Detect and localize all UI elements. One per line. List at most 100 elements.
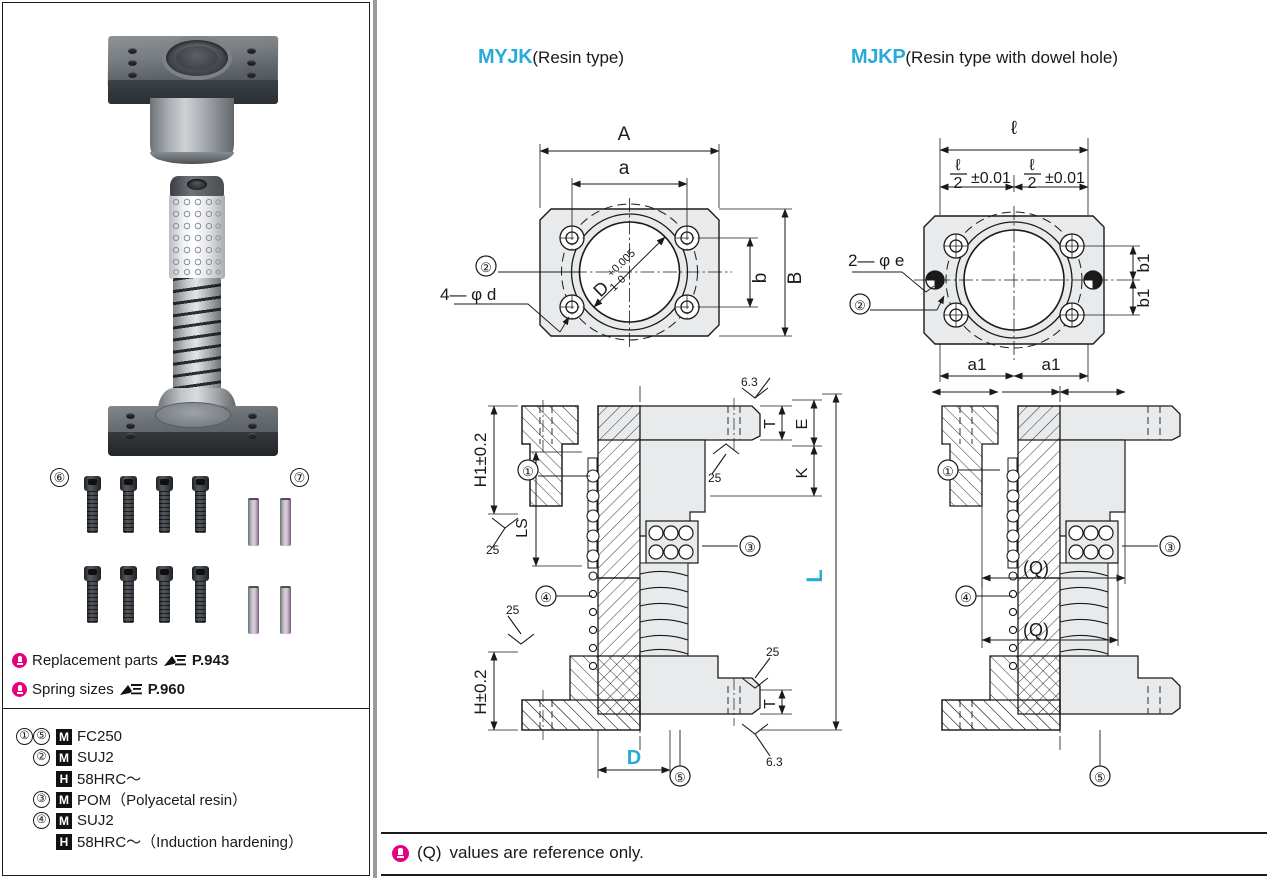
bushing-bore-inner <box>176 46 218 70</box>
material-text: SUJ2 <box>77 749 114 766</box>
cap-screw <box>84 566 101 623</box>
dim-label-L: L <box>802 569 827 582</box>
page-number[interactable]: P.960 <box>147 681 185 698</box>
bushing-sleeve <box>150 98 234 160</box>
note-rule-top <box>381 832 1267 834</box>
bolt-hole <box>247 72 256 78</box>
frac-num: ℓ <box>1029 157 1034 174</box>
cap-screw <box>120 566 137 623</box>
finish-25-a: 25 <box>708 471 722 485</box>
frac-den: 2 <box>1028 175 1037 192</box>
screw-shank <box>159 581 170 623</box>
cap-screw <box>120 476 137 533</box>
screw-head <box>120 476 137 491</box>
mjkp-section-view: (Q) (Q) ① ③ ④ ⑤ <box>890 378 1230 793</box>
type-desc-mjkp: (Resin type with dowel hole) <box>905 48 1118 67</box>
reference-replacement-parts[interactable]: Replacement parts P.943 <box>12 652 229 669</box>
callout-2-label: ② <box>480 260 492 275</box>
bushing-sleeve-lip <box>150 152 234 164</box>
screw-head <box>84 476 101 491</box>
material-text: POM（Polyacetal resin） <box>77 792 248 809</box>
dim-label-D: D <box>627 747 641 769</box>
callout-2-top: ② <box>475 255 497 277</box>
dim-label-Q-lower: (Q) <box>1023 620 1049 640</box>
bulb-icon <box>392 844 409 862</box>
dowel-pin <box>280 498 291 546</box>
screw-head <box>192 476 209 491</box>
material-text: SUJ2 <box>77 812 114 829</box>
material-row: ④ M SUJ2 <box>8 810 303 831</box>
dowel-pin <box>248 586 259 634</box>
callout-num: ⑤ <box>33 728 50 745</box>
material-text: 58HRC～ <box>77 771 142 788</box>
note-rule-bottom <box>381 874 1267 876</box>
callout-4-label: ④ <box>960 590 972 605</box>
mjkp-top-view: ℓ ℓ 2 ±0.01 ℓ 2 ±0.01 b1 b1 a1 a1 2— φ e… <box>840 118 1260 395</box>
pin-cap-hole <box>187 179 207 190</box>
dowel-note-2-phi-e: 2— φ e <box>848 251 904 270</box>
page-arrow-icon <box>163 654 187 668</box>
screw-head <box>84 566 101 581</box>
panel-divider <box>373 0 377 878</box>
dim-label-b1-lower: b1 <box>1134 289 1153 308</box>
callout-3-label: ③ <box>744 540 756 555</box>
finish-63-bottom: 6.3 <box>766 755 783 769</box>
dim-label-a1-left: a1 <box>968 355 987 374</box>
callout-6: ⑥ <box>50 468 69 487</box>
page-number[interactable]: P.943 <box>191 652 230 669</box>
frac-tol: ±0.01 <box>971 170 1011 187</box>
callout-5-mjkp: ⑤ <box>1089 765 1111 787</box>
callout-1-label: ① <box>942 464 954 479</box>
bottom-note: (Q) values are reference only. <box>392 843 644 863</box>
dim-label-A: A <box>618 124 631 145</box>
callout-1-mjkp: ① <box>937 459 959 481</box>
frac-num: ℓ <box>955 157 960 174</box>
material-row: ② M SUJ2 <box>8 747 303 768</box>
screw-head <box>156 476 173 491</box>
callout-1-label: ① <box>522 464 534 479</box>
base-plate-bore <box>155 402 231 428</box>
material-badge: M <box>56 812 72 829</box>
callout-4-mjkp: ④ <box>955 585 977 607</box>
callout-4-label: ④ <box>540 590 552 605</box>
bolt-hole <box>126 423 135 429</box>
hole-note-4-phi-d: 4— φ d <box>440 285 496 304</box>
screw-head <box>156 566 173 581</box>
callout-2-label: ② <box>854 298 866 313</box>
dowel-pin <box>248 498 259 546</box>
bulb-icon <box>12 653 27 668</box>
callout-num: ② <box>33 749 50 766</box>
frac-tol: ±0.01 <box>1045 170 1085 187</box>
type-desc-myjk: (Resin type) <box>532 48 625 67</box>
material-callouts: ② <box>8 749 50 766</box>
frac-den: 2 <box>954 175 963 192</box>
reference-spring-sizes[interactable]: Spring sizes P.960 <box>12 681 185 698</box>
screw-shank <box>195 581 206 623</box>
finish-25-b: 25 <box>486 543 500 557</box>
callout-5-section: ⑤ <box>669 765 691 787</box>
cap-screw <box>84 476 101 533</box>
material-text: FC250 <box>77 728 123 745</box>
resin-dimples <box>172 198 221 276</box>
bolt-hole <box>128 48 137 54</box>
callout-2-mjkp: ② <box>849 293 871 315</box>
finish-25-c: 25 <box>506 603 520 617</box>
myjk-top-view: A a B b D 1 +0.005 0 4— φ d ② <box>420 120 840 385</box>
bulb-icon <box>12 682 27 697</box>
bolt-hole <box>248 423 257 429</box>
dim-label-B: B <box>785 272 806 285</box>
bolt-hole <box>128 60 137 66</box>
material-callouts: ④ <box>8 812 50 829</box>
guide-pin-spiral <box>173 278 221 390</box>
screw-shank <box>123 581 134 623</box>
screw-shank <box>159 491 170 533</box>
left-panel-top-section <box>3 3 369 709</box>
bolt-hole <box>126 413 135 419</box>
dowel-pin <box>280 586 291 634</box>
material-badge: M <box>56 728 72 745</box>
heading-myjk: MYJK(Resin type) <box>478 46 624 69</box>
heading-mjkp: MJKP(Resin type with dowel hole) <box>851 46 1118 69</box>
dim-label-LS: LS <box>514 518 531 538</box>
